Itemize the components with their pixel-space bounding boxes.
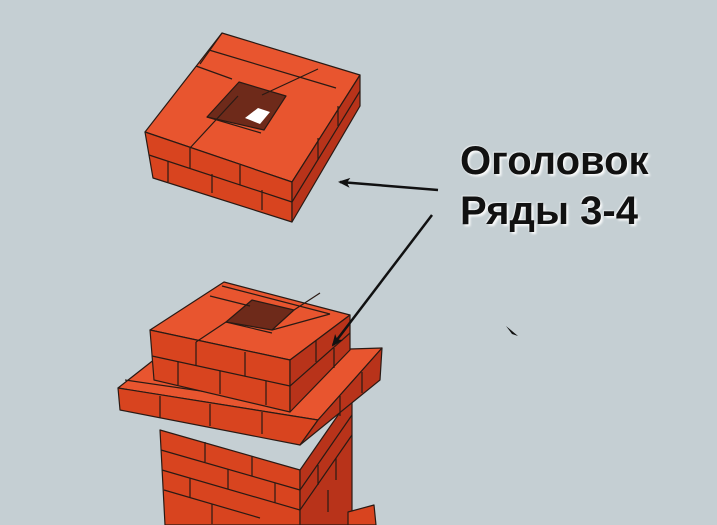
column-seam xyxy=(299,414,353,491)
annotation-rows: Ряды 3-4 xyxy=(460,189,638,233)
lower-cap-seam xyxy=(151,355,291,387)
arrow-to-floating-cap xyxy=(338,177,439,192)
column-base-brick xyxy=(347,504,377,525)
cap-seam xyxy=(189,95,239,149)
cap-seam xyxy=(261,68,319,96)
callout-arrows xyxy=(331,177,439,347)
column-left-face xyxy=(159,429,301,525)
arrow-to-lower-cap xyxy=(331,214,433,347)
column-right-face xyxy=(299,394,353,525)
cap-seam xyxy=(199,32,223,65)
lower-cap-seam xyxy=(195,321,227,343)
chimney-cap-floating xyxy=(144,32,361,223)
cap-flue-opening xyxy=(206,81,287,131)
cap-seam xyxy=(208,49,337,89)
chimney-column xyxy=(117,281,383,525)
cap-seam xyxy=(206,116,262,134)
cap-seam xyxy=(291,90,361,203)
column-seam xyxy=(160,449,301,491)
lower-cap-seam xyxy=(271,313,331,331)
lower-cap-seam xyxy=(221,285,331,315)
cap-seam xyxy=(195,65,233,80)
annotation-title: Оголовок xyxy=(460,139,649,183)
lower-cap-seam xyxy=(209,295,251,307)
cap-flue-light xyxy=(245,108,270,124)
column-seam xyxy=(299,434,353,511)
cap-right-face xyxy=(291,74,361,223)
column-seam xyxy=(161,469,301,511)
stray-mark xyxy=(506,326,518,336)
cap-seam xyxy=(148,154,293,203)
lower-cap-seam xyxy=(293,292,321,311)
lower-cap-seam xyxy=(225,321,273,334)
